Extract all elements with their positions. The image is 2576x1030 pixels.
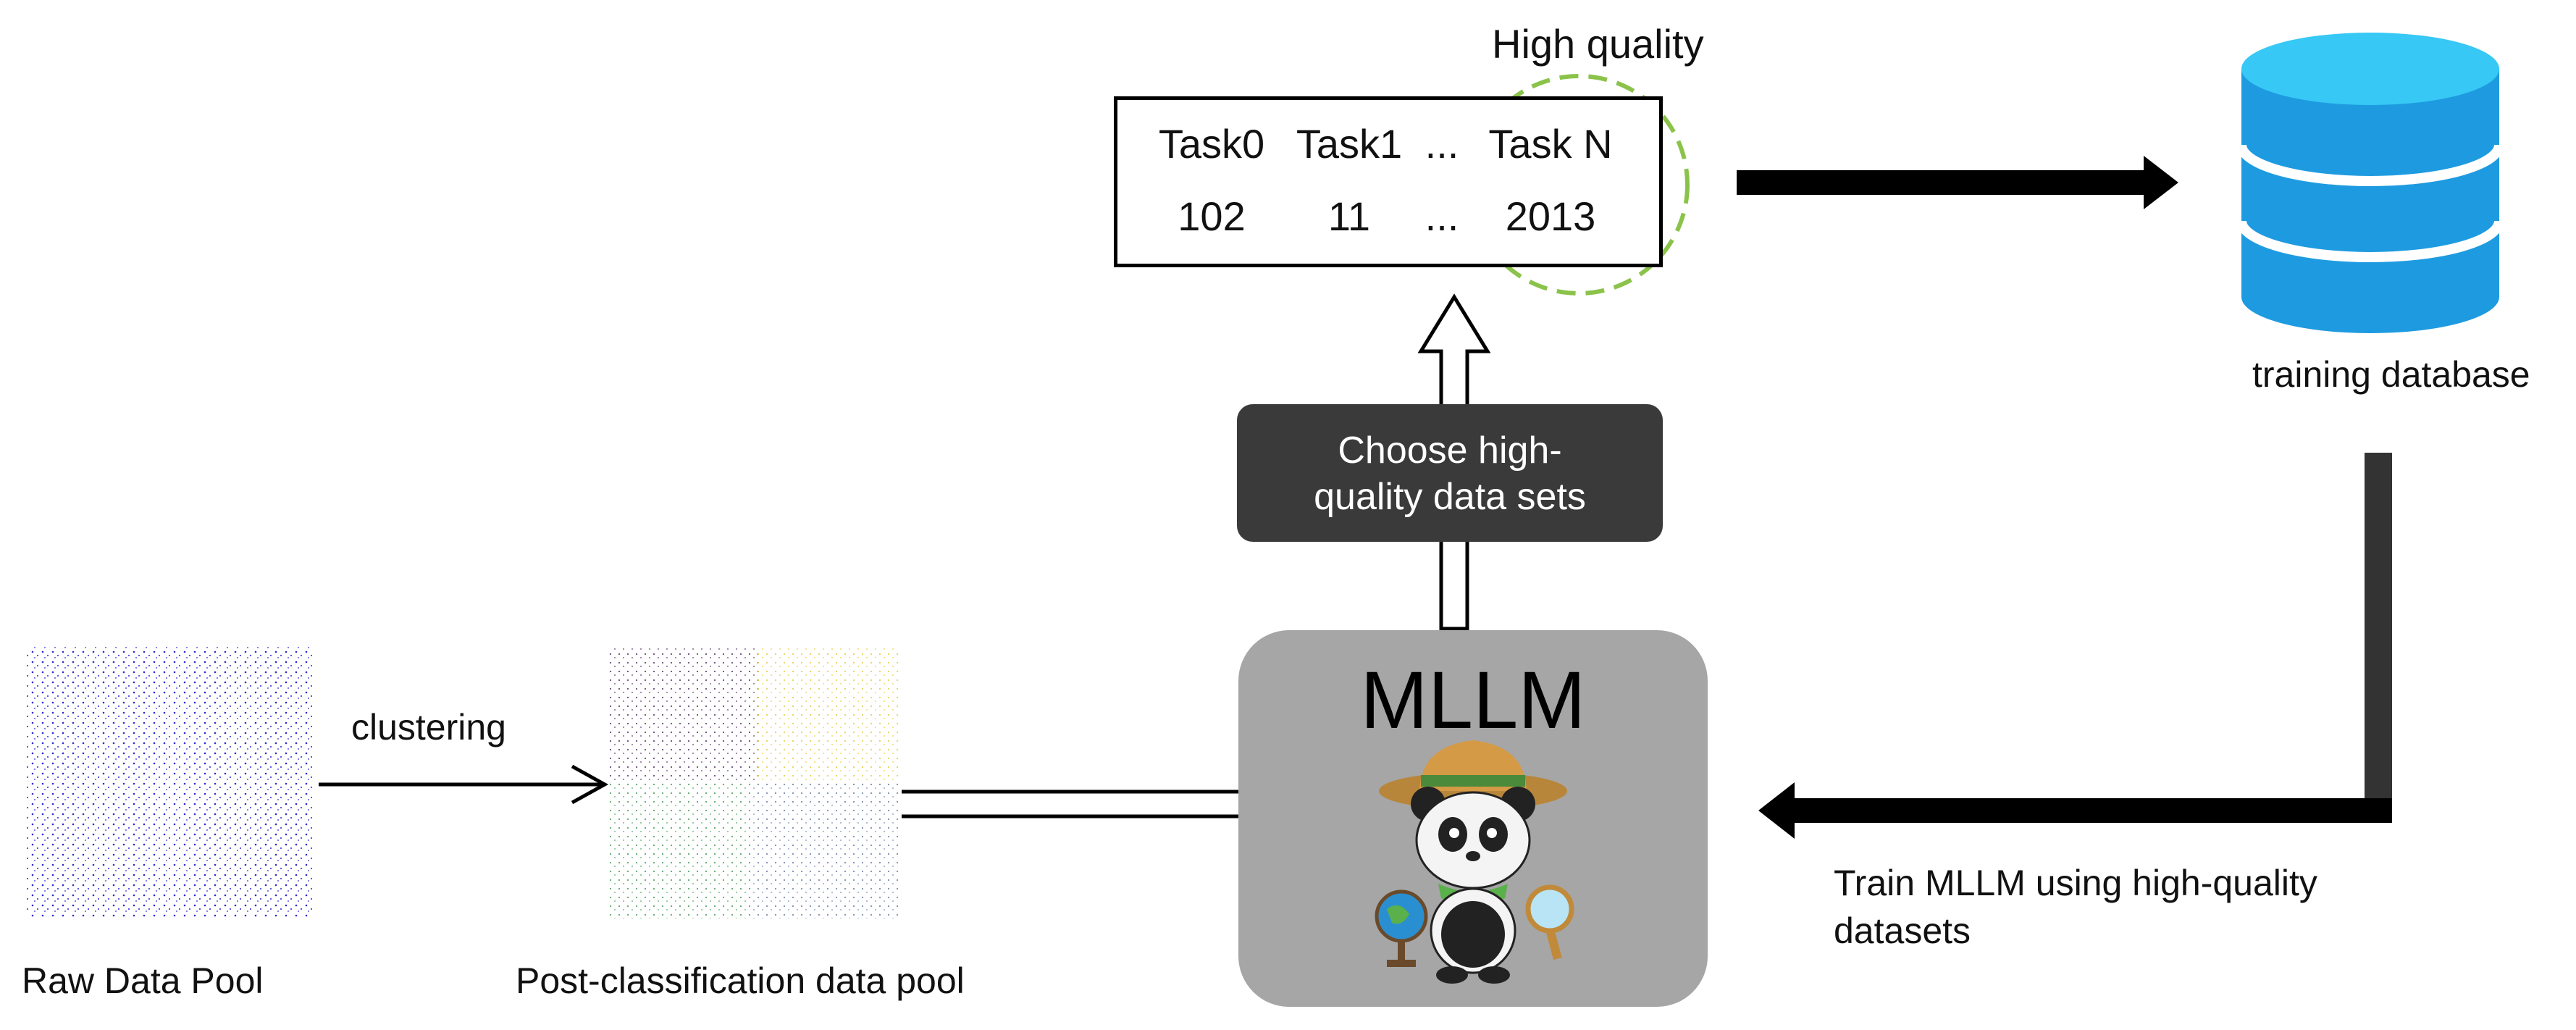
task-header-ellipsis: ... [1425, 121, 1459, 167]
table-to-database-arrow [1737, 156, 2178, 209]
task-value-n: 2013 [1505, 193, 1596, 239]
post-classification-pool [608, 647, 898, 918]
raw-data-pool-label: Raw Data Pool [22, 960, 264, 1001]
post-classification-pool-label: Post-classification data pool [516, 960, 965, 1001]
choose-high-quality-box: Choose high- quality data sets [1237, 404, 1663, 542]
choose-label-line2: quality data sets [1314, 476, 1586, 518]
task-table: Task0 Task1 ... Task N 102 11 ... 2013 [1114, 96, 1663, 267]
clustering-label: clustering [351, 707, 506, 748]
clustering-arrow [319, 764, 609, 805]
train-mllm-label: Train MLLM using high-quality [1834, 863, 2317, 903]
high-quality-label: High quality [1492, 21, 1704, 67]
high-quality-highlight [1468, 74, 1690, 296]
training-return-arrow [1758, 453, 2392, 839]
database-icon [2236, 33, 2504, 333]
task-header-0: Task0 [1158, 121, 1265, 167]
task-value-0: 102 [1178, 193, 1246, 239]
panda-explorer-icon [1375, 740, 1574, 984]
pool-to-mllm-connector [902, 790, 1240, 818]
training-database-label: training database [2252, 354, 2530, 395]
mllm-box: MLLM [1238, 630, 1708, 1007]
raw-data-pool [25, 647, 315, 918]
task-header-1: Task1 [1296, 121, 1403, 167]
choose-label-line1: Choose high- [1338, 430, 1562, 472]
train-mllm-label-line2: datasets [1834, 910, 1971, 951]
task-value-ellipsis: ... [1425, 193, 1459, 239]
mllm-title: MLLM [1360, 655, 1586, 745]
task-header-n: Task N [1488, 121, 1613, 167]
task-value-1: 11 [1327, 193, 1371, 239]
